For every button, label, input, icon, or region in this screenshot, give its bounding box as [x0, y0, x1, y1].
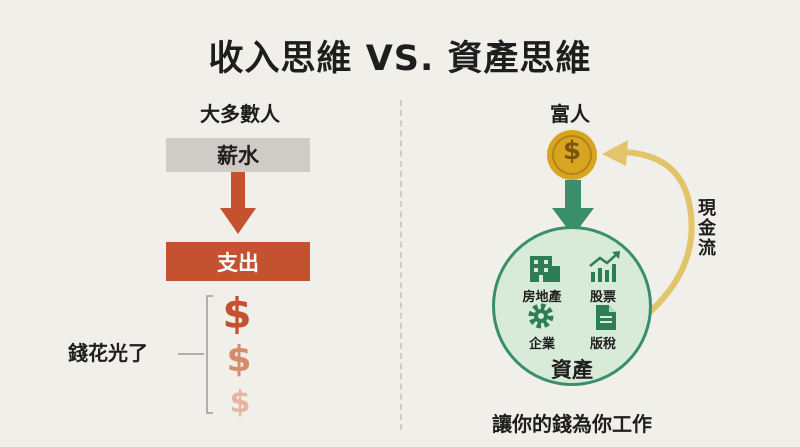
chart-up-icon	[589, 251, 620, 282]
document-icon	[596, 305, 616, 330]
asset-label-stocks: 股票	[589, 290, 616, 305]
right-caption: 讓你的錢為你工作	[492, 412, 652, 436]
cashflow-label: 現金流	[695, 198, 716, 258]
right-heading: 富人	[550, 102, 590, 126]
asset-label-royalties: 版稅	[589, 337, 616, 352]
money-bracket	[206, 295, 213, 414]
dollar-sign-large: $	[222, 289, 252, 338]
page-title: 收入思維 VS. 資產思維	[208, 39, 592, 79]
assets-title: 資產	[551, 358, 593, 382]
down-arrow-icon	[220, 172, 256, 234]
assets-circle	[492, 226, 652, 386]
left-heading: 大多數人	[200, 102, 280, 126]
gear-icon	[528, 303, 554, 329]
dollar-sign-small: $	[229, 385, 251, 420]
salary-box: 薪水	[166, 138, 310, 172]
asset-label-real-estate: 房地產	[522, 290, 562, 305]
cashflow-arrow-icon	[602, 140, 695, 315]
money-gone-label: 錢花光了	[68, 341, 148, 365]
expense-box: 支出	[166, 242, 310, 281]
coin-dollar-symbol: $	[562, 136, 582, 166]
asset-label-business: 企業	[528, 337, 555, 352]
dollar-coin-icon	[547, 130, 597, 180]
building-icon	[530, 256, 560, 282]
dollar-sign-medium: $	[226, 339, 252, 380]
center-divider	[400, 100, 402, 430]
teal-down-arrow-icon	[552, 180, 594, 236]
